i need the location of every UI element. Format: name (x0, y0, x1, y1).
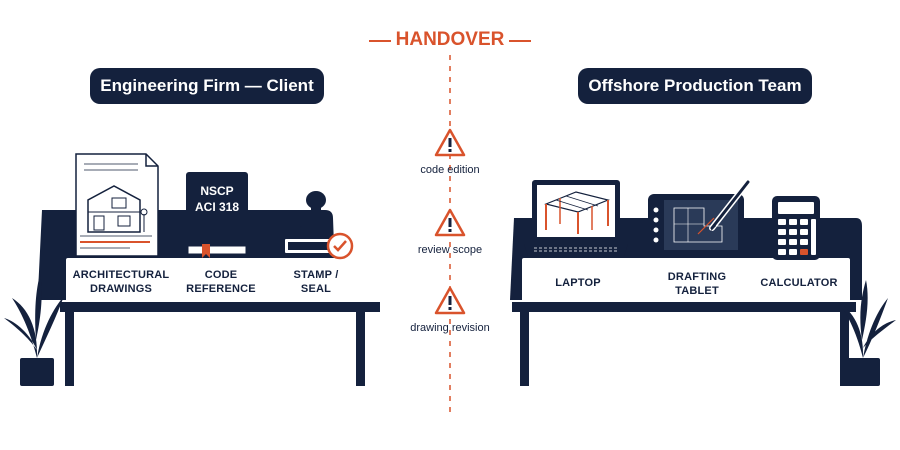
laptop-icon (524, 180, 628, 256)
left-team-title: Engineering Firm — Client (90, 68, 324, 104)
issue-label-drawing-revision: drawing revision (410, 322, 490, 334)
label-stamp-seal: STAMP / SEAL (293, 269, 339, 295)
issue-review-scope: review scope (370, 208, 530, 258)
warning-icon (434, 128, 466, 157)
left-plant-pot (20, 358, 54, 386)
left-items-panel (66, 258, 364, 302)
handover-title: HANDOVER (395, 29, 505, 50)
right-plant-leaves (838, 280, 896, 358)
label-drafting-tablet: DRAFTING TABLET (667, 271, 727, 297)
label-calculator: CALCULATOR (760, 277, 838, 289)
left-desk-leg-2 (356, 312, 365, 386)
issue-label-code-edition: code edition (420, 164, 480, 176)
left-desk-leg-1 (65, 312, 74, 386)
right-plant-pot (846, 358, 880, 386)
calculator-icon (772, 196, 820, 260)
book-text-2: ACI 318 (194, 200, 240, 214)
right-team-title: Offshore Production Team (578, 68, 812, 104)
right-desk-leg-2 (840, 312, 849, 386)
label-code-reference: CODE REFERENCE (186, 269, 256, 295)
label-architectural-drawings: ARCHITECTURAL DRAWINGS (72, 269, 170, 295)
architectural-drawing-icon (75, 153, 159, 257)
code-book-icon: NSCP ACI 318 (184, 170, 250, 258)
right-desk-leg-1 (520, 312, 529, 386)
stamp-seal-icon (283, 191, 354, 260)
issue-label-review-scope: review scope (417, 244, 483, 256)
handover-line-left (369, 40, 391, 42)
book-text-1: NSCP (200, 184, 234, 198)
label-laptop: LAPTOP (555, 277, 601, 289)
issue-drawing-revision: drawing revision (370, 286, 530, 336)
warning-icon (434, 208, 466, 237)
drafting-tablet-icon (648, 179, 751, 256)
right-items-panel (522, 258, 850, 302)
left-plant-leaves (4, 274, 64, 358)
handover-line-right (509, 40, 531, 42)
warning-icon (434, 286, 466, 315)
issue-code-edition: code edition (370, 128, 530, 178)
left-desk-top (60, 302, 380, 312)
right-desk-top (512, 302, 856, 312)
